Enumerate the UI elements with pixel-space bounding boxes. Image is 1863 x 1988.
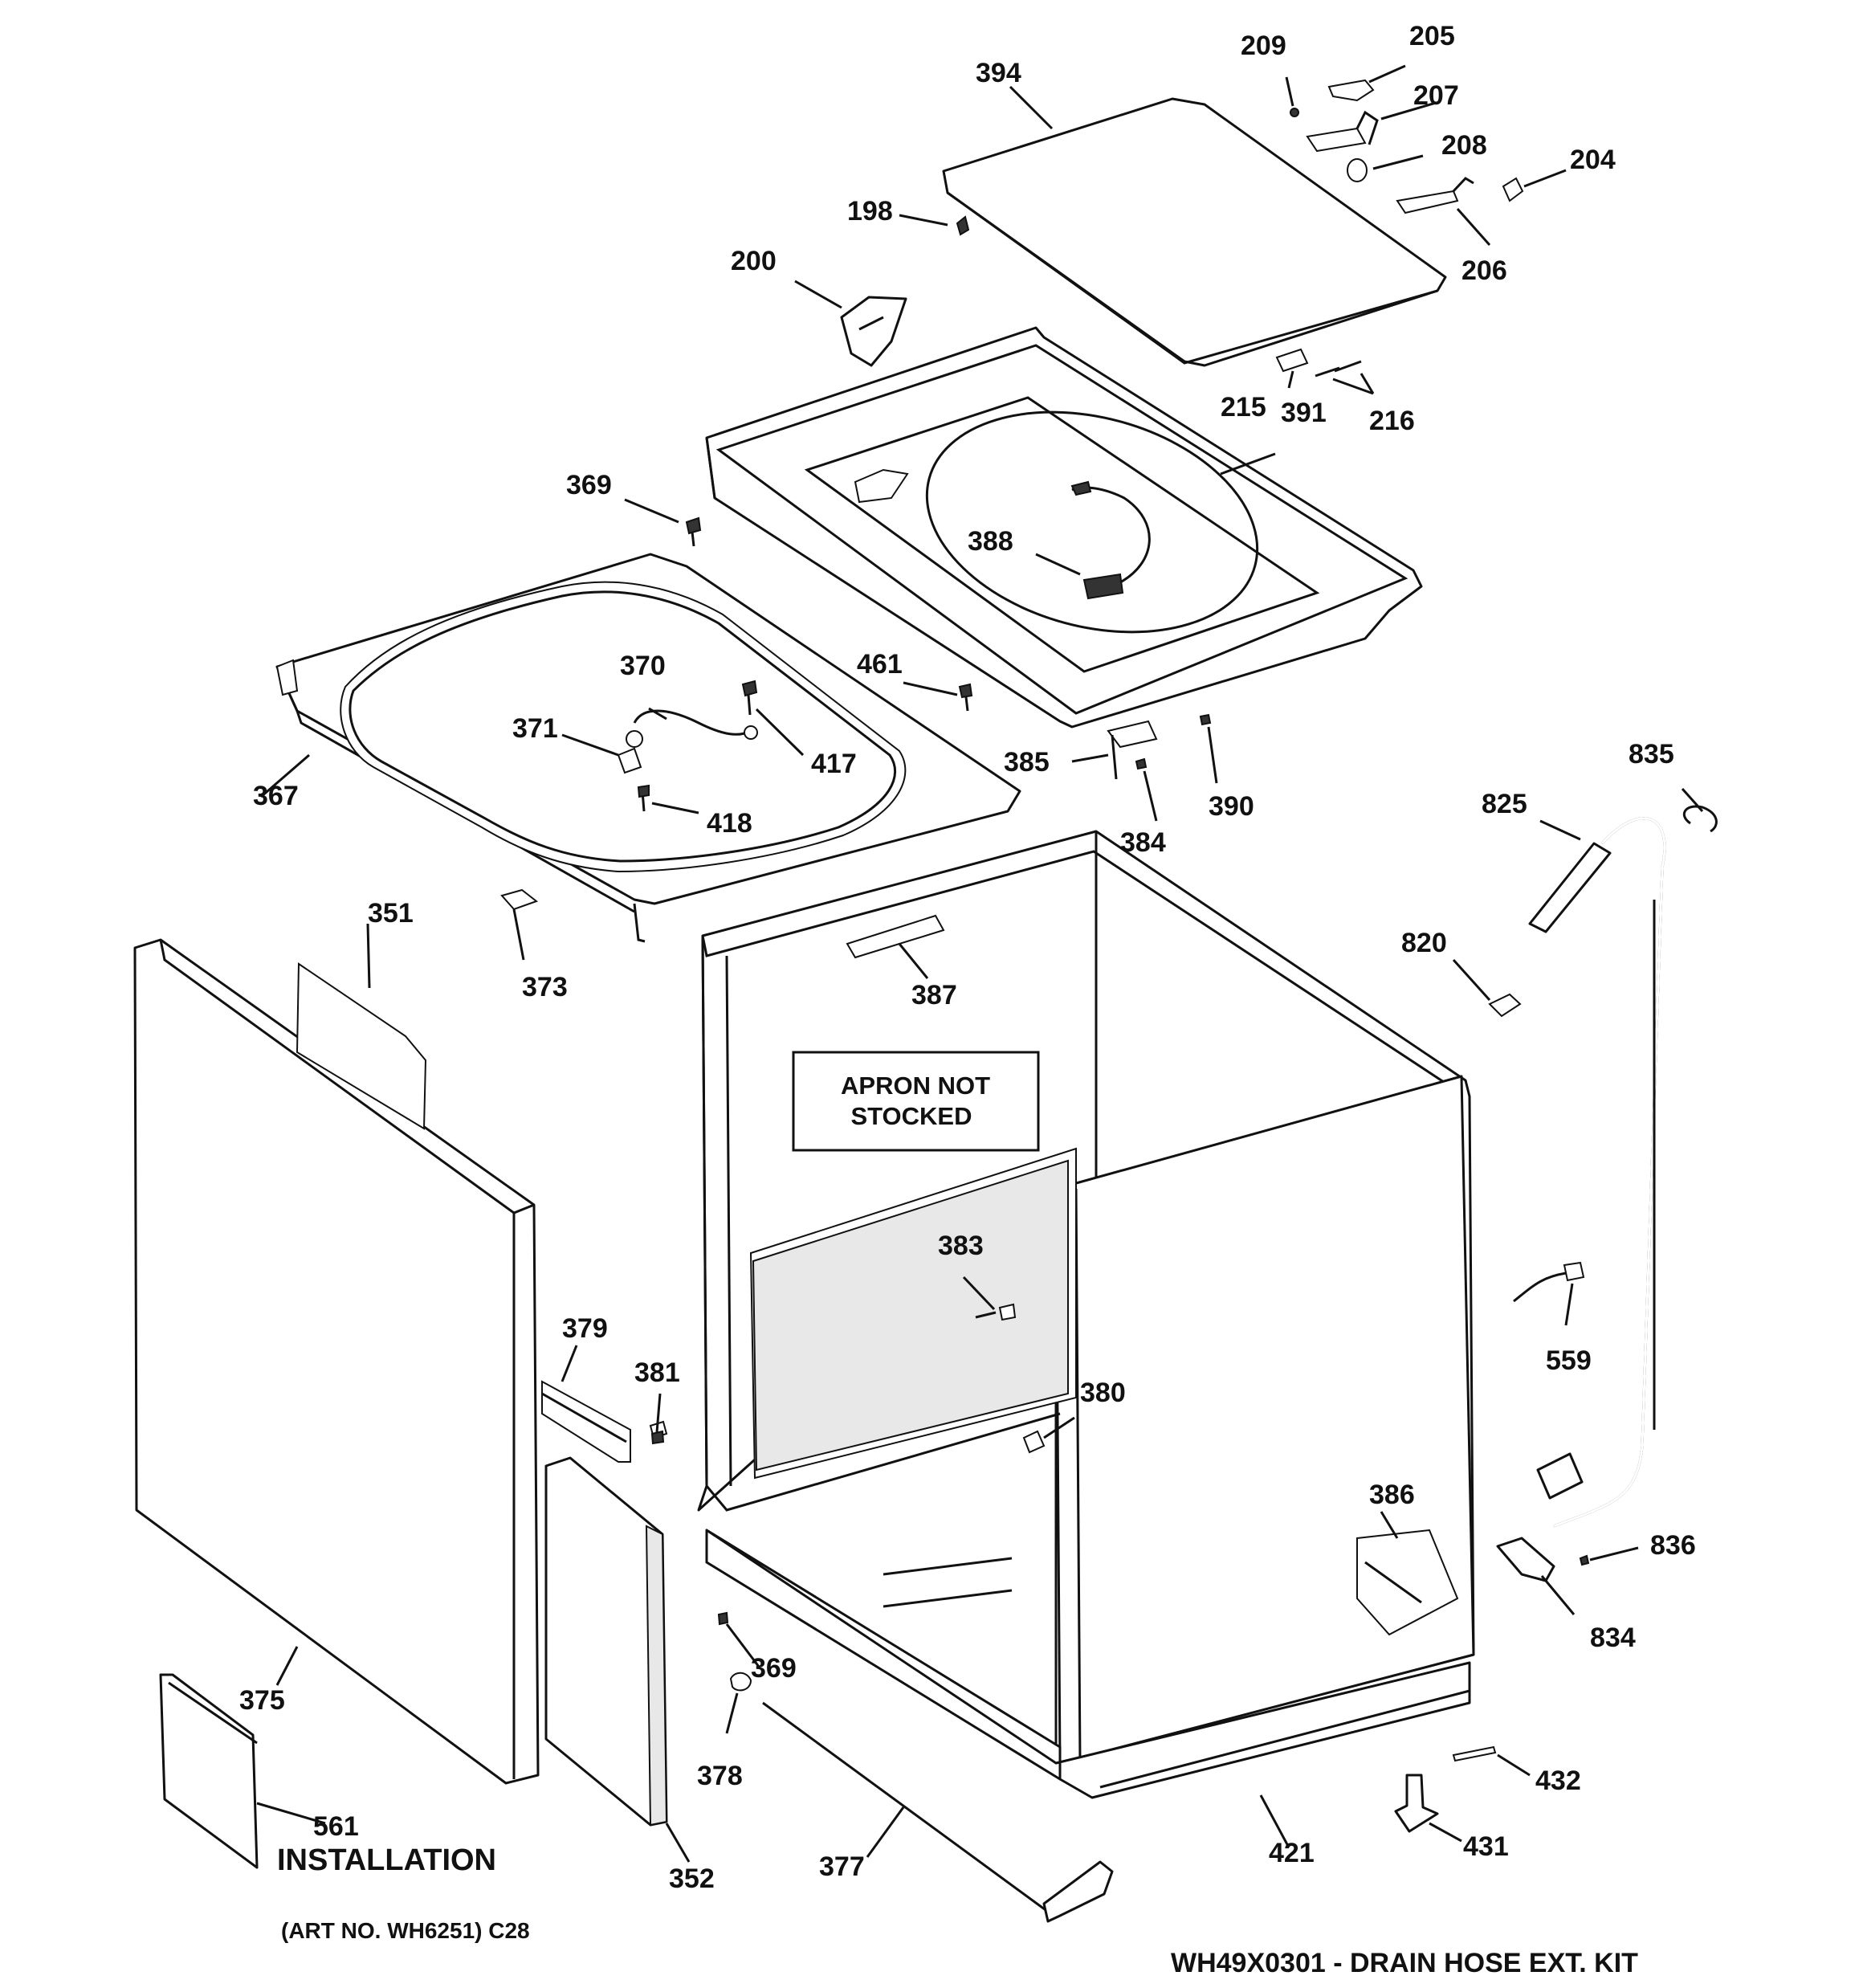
callout-352: 352 <box>669 1863 715 1894</box>
callout-820: 820 <box>1401 928 1447 958</box>
callout-432: 432 <box>1535 1766 1581 1796</box>
lid-bumper-215-216 <box>1275 348 1362 378</box>
side-panel-375 <box>133 938 540 1785</box>
callout-383: 383 <box>938 1231 984 1261</box>
leg-431-432 <box>1394 1745 1497 1833</box>
callout-461: 461 <box>857 649 903 680</box>
main-top-391 <box>705 326 1423 729</box>
callout-373: 373 <box>522 972 568 1002</box>
small-parts-369-373 <box>500 516 973 911</box>
cabinet-small-parts <box>649 1303 1114 1923</box>
callout-421: 421 <box>1269 1838 1315 1868</box>
callout-835: 835 <box>1629 739 1674 769</box>
lid-394 <box>942 97 1447 367</box>
callout-367: 367 <box>253 781 299 811</box>
callout-377: 377 <box>819 1851 865 1882</box>
callout-205: 205 <box>1409 21 1455 51</box>
callout-379: 379 <box>562 1313 608 1344</box>
callout-559: 559 <box>1546 1345 1592 1376</box>
callout-216: 216 <box>1369 406 1415 436</box>
callout-369-bottom: 369 <box>751 1653 797 1684</box>
callout-209: 209 <box>1241 31 1286 61</box>
apron-note-line2: STOCKED <box>850 1102 972 1130</box>
callout-labels: 394 209 205 207 208 204 206 198 200 215 … <box>239 21 1696 1978</box>
apron-note-box: APRON NOT STOCKED <box>792 1051 1040 1152</box>
callout-206: 206 <box>1461 255 1507 286</box>
kit-note: WH49X0301 - DRAIN HOSE EXT. KIT <box>1171 1948 1638 1978</box>
callout-369-top: 369 <box>566 470 612 500</box>
callout-418: 418 <box>707 808 752 839</box>
installation-label: INSTALLATION <box>277 1843 496 1877</box>
callout-208: 208 <box>1441 130 1487 161</box>
callout-380: 380 <box>1080 1378 1126 1408</box>
screw-381 <box>650 1430 665 1445</box>
top-frame-367 <box>275 553 1021 943</box>
panel-352 <box>544 1456 668 1827</box>
art-number: (ART NO. WH6251) C28 <box>281 1918 530 1943</box>
callout-200: 200 <box>731 246 777 276</box>
callout-370: 370 <box>620 651 666 681</box>
callout-207: 207 <box>1413 80 1459 111</box>
callout-198: 198 <box>847 196 893 227</box>
rail-379 <box>541 1380 631 1463</box>
callout-388: 388 <box>968 526 1013 557</box>
brackets-384-390 <box>1107 713 1212 780</box>
callout-381: 381 <box>634 1357 680 1388</box>
callout-417: 417 <box>811 749 857 779</box>
callout-386: 386 <box>1369 1480 1415 1510</box>
callout-371: 371 <box>512 713 558 744</box>
leader-lines <box>256 64 1704 1863</box>
drain-hose-825 <box>1528 817 1666 1528</box>
callout-378: 378 <box>697 1761 743 1791</box>
lid-pads-198-200 <box>840 215 970 367</box>
installation-561 <box>159 1673 259 1869</box>
apron-note-line1: APRON NOT <box>841 1072 990 1100</box>
callout-390: 390 <box>1209 791 1254 822</box>
hinge-parts-204-209 <box>1290 79 1524 214</box>
callout-351: 351 <box>368 898 414 929</box>
cabinet <box>697 830 1475 1799</box>
harness-559 <box>1513 1261 1585 1303</box>
callout-561: 561 <box>313 1811 359 1842</box>
callout-394: 394 <box>976 58 1021 88</box>
callout-391: 391 <box>1281 398 1327 428</box>
callout-834: 834 <box>1590 1623 1636 1653</box>
clip-820 <box>1488 993 1522 1018</box>
callout-375: 375 <box>239 1685 285 1716</box>
callout-387: 387 <box>911 980 957 1010</box>
clamp-835 <box>1682 805 1718 833</box>
callout-384: 384 <box>1120 827 1166 858</box>
bracket-834-836 <box>1496 1537 1590 1582</box>
panel-351 <box>296 962 427 1130</box>
callout-385: 385 <box>1004 747 1050 778</box>
callout-836: 836 <box>1650 1530 1696 1561</box>
callout-825: 825 <box>1482 789 1527 819</box>
callout-215: 215 <box>1221 392 1266 423</box>
callout-431: 431 <box>1463 1831 1509 1862</box>
callout-204: 204 <box>1570 145 1616 175</box>
